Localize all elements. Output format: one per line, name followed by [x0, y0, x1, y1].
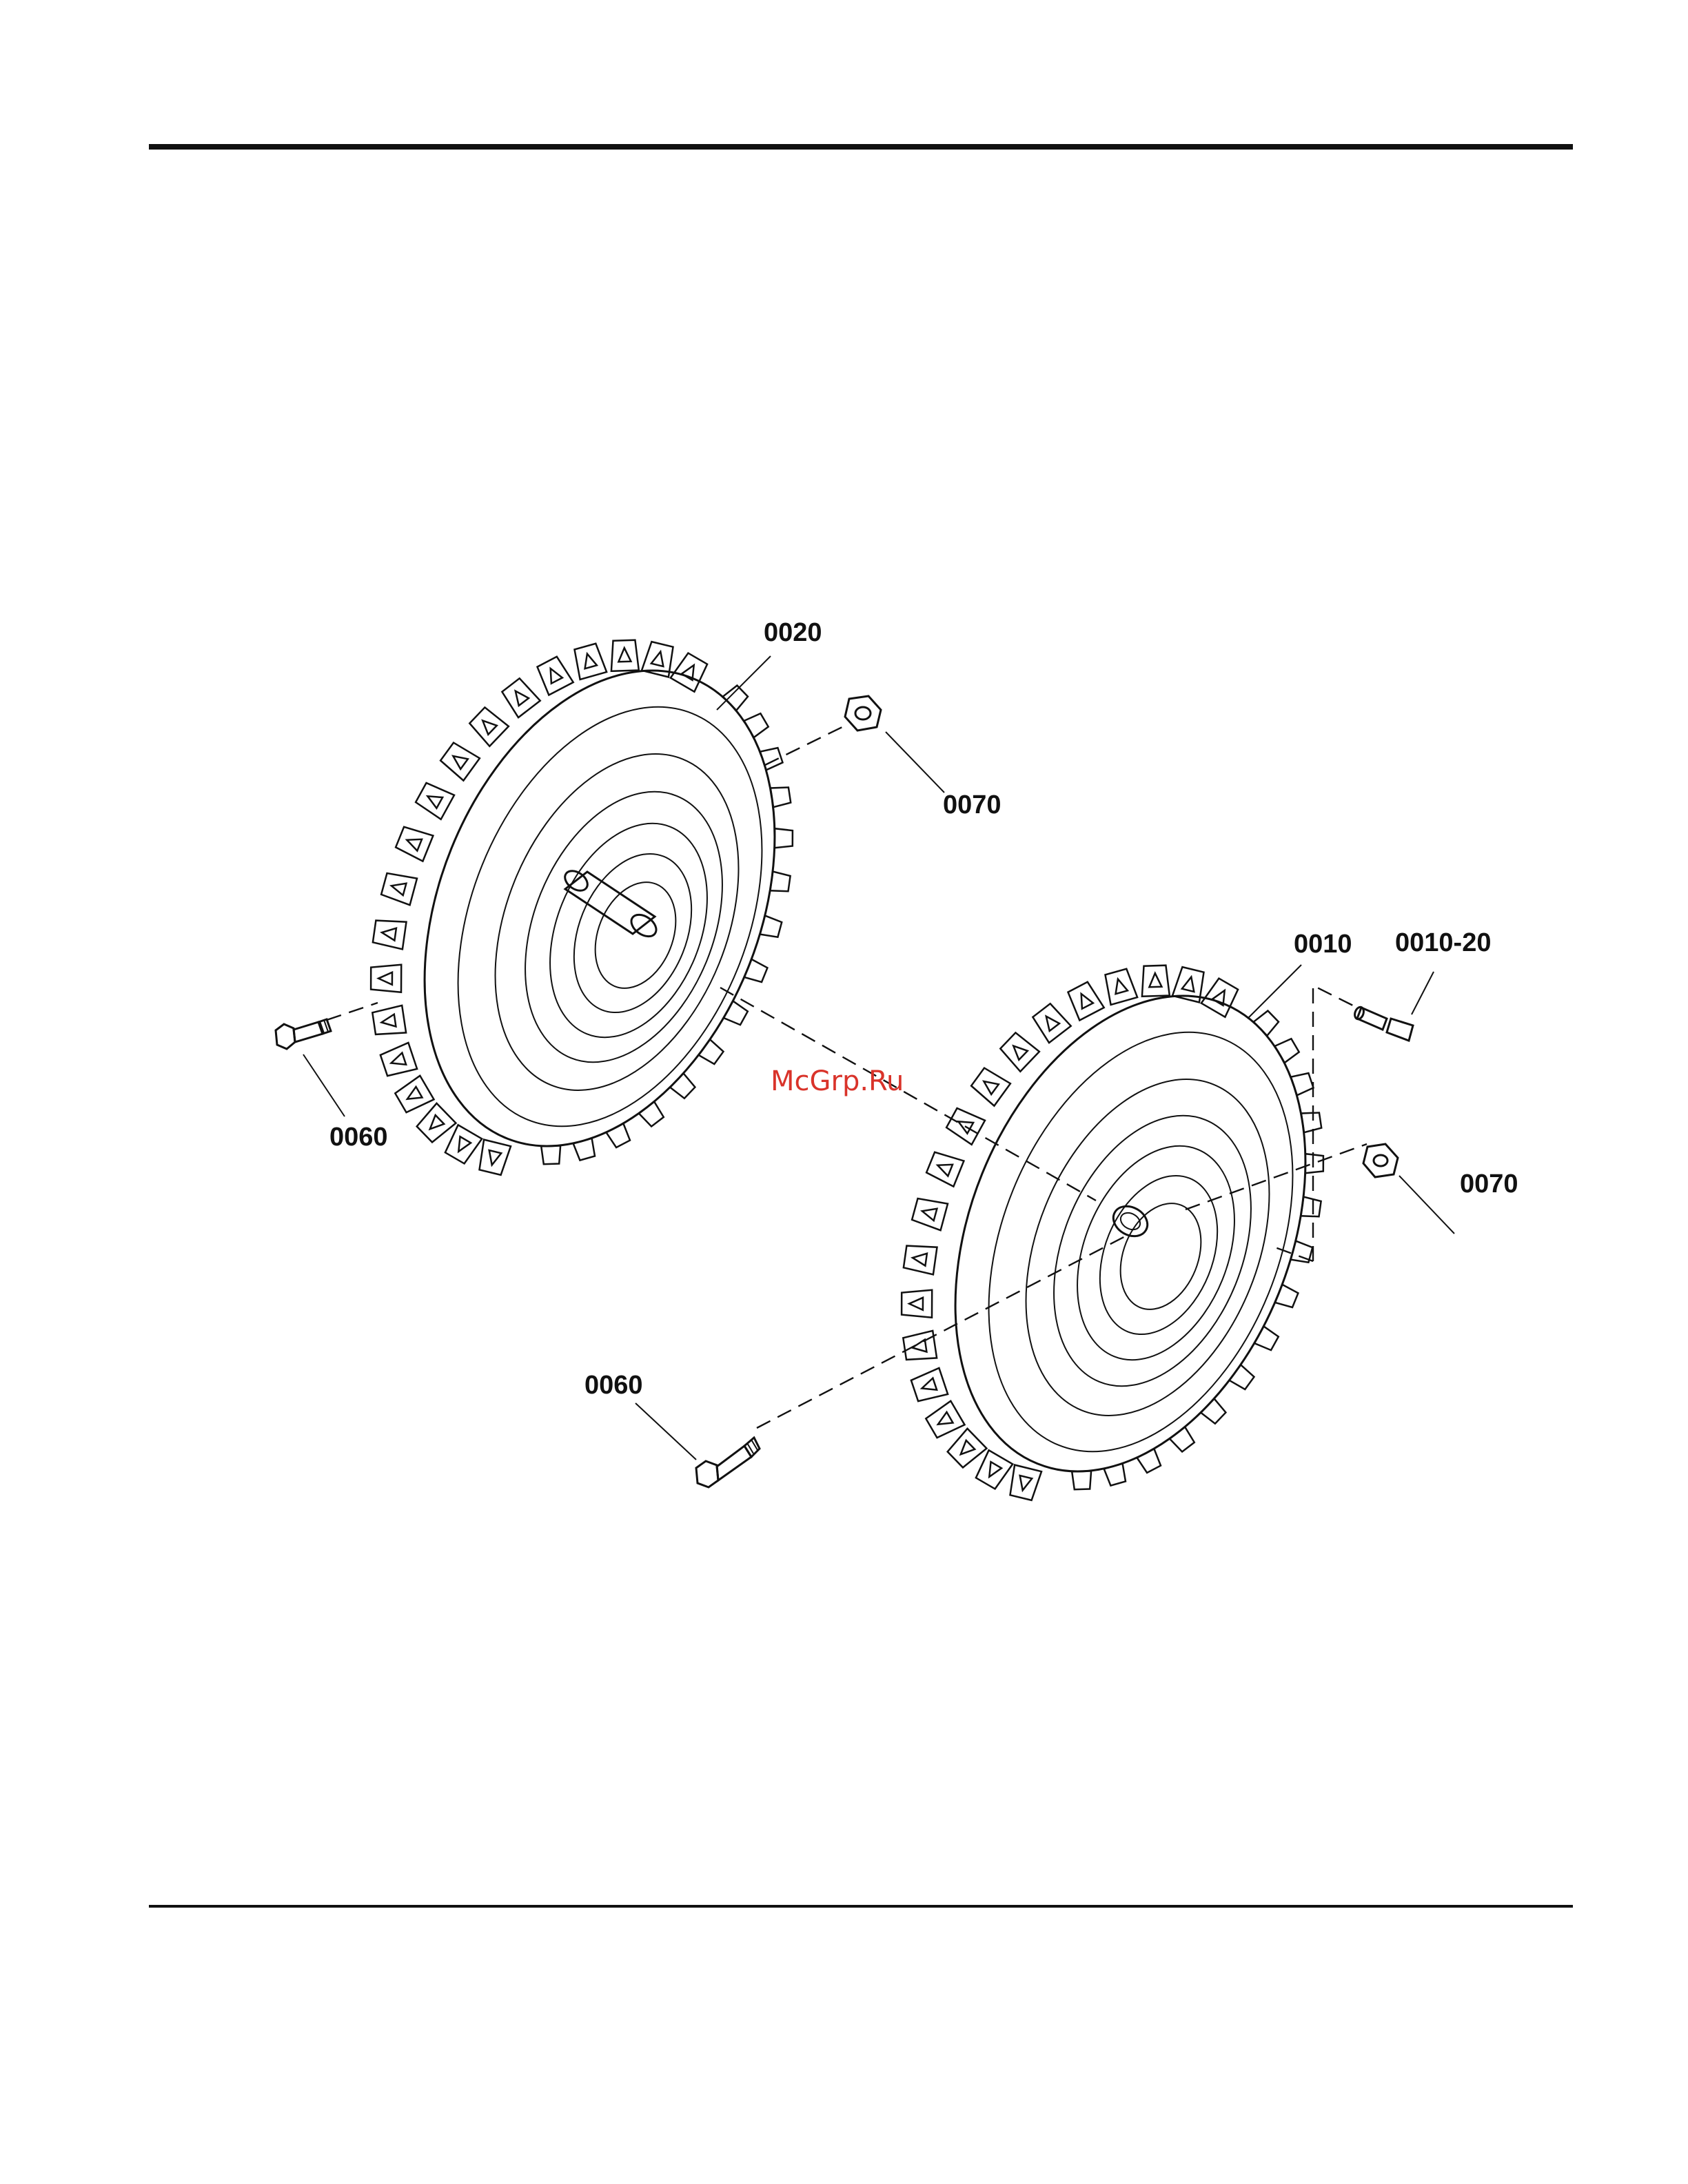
callout-left-0060: 0060	[329, 1123, 388, 1152]
callout-right-0060: 0060	[584, 1371, 643, 1400]
right-hub-outer	[1108, 1201, 1152, 1243]
left-tread-lug	[541, 1145, 560, 1164]
left-tire-tread	[371, 640, 793, 1175]
leader-left-0060	[303, 1054, 345, 1116]
right-carriage-bolt	[696, 1438, 760, 1487]
left-hex-nut	[845, 696, 881, 731]
left-tread-lug	[775, 828, 793, 848]
dash-left-nut	[765, 724, 849, 765]
dash-right-bolt	[757, 1234, 1130, 1428]
callout-left-0070: 0070	[943, 790, 1001, 819]
right-tread-lug	[1072, 1471, 1091, 1489]
dash-right-nut	[1186, 1144, 1367, 1210]
callout-0020: 0020	[764, 618, 822, 647]
right-tire-tread	[902, 966, 1323, 1500]
callout-0010: 0010	[1294, 930, 1352, 959]
left-tread-lug	[699, 1039, 724, 1064]
dash-left-bolt	[327, 1003, 378, 1020]
bottom-rule	[149, 1905, 1573, 1908]
right-tread-lug	[1201, 1399, 1226, 1424]
watermark: McGrp.Ru	[771, 1065, 904, 1097]
left-tire-inner-bead	[400, 662, 820, 1172]
callout-0010-20: 0010-20	[1395, 928, 1491, 957]
right-tread-lug	[1305, 1154, 1323, 1173]
right-tire-inner-bead	[931, 987, 1350, 1497]
leader-right-0060	[635, 1403, 696, 1460]
right-wheel-assembly	[889, 943, 1372, 1523]
right-hex-nut	[1363, 1144, 1398, 1177]
top-rule	[149, 144, 1573, 150]
left-wheel-assembly	[358, 618, 841, 1198]
right-rim-ring-2	[1048, 1123, 1264, 1383]
left-tread-lug	[670, 1074, 695, 1099]
right-tread-lug	[1254, 1011, 1279, 1036]
right-rim-ring-1	[1017, 1086, 1289, 1416]
left-tread-lug	[723, 686, 748, 711]
leader-0010	[1248, 965, 1301, 1019]
right-hub-inner	[1118, 1210, 1143, 1233]
left-rim-ring-4	[580, 870, 691, 1001]
right-tread-lug	[1170, 1427, 1194, 1452]
left-carriage-bolt	[276, 1019, 331, 1049]
callout-right-0070: 0070	[1460, 1170, 1518, 1198]
right-tread-lug	[1230, 1365, 1254, 1389]
valve-stem	[1353, 1006, 1413, 1041]
right-rim-outer	[979, 1043, 1316, 1452]
left-tread-lug	[639, 1102, 664, 1127]
leader-right-0070	[1399, 1176, 1454, 1234]
leader-0010-20	[1412, 972, 1434, 1014]
leader-left-0070	[886, 732, 944, 793]
